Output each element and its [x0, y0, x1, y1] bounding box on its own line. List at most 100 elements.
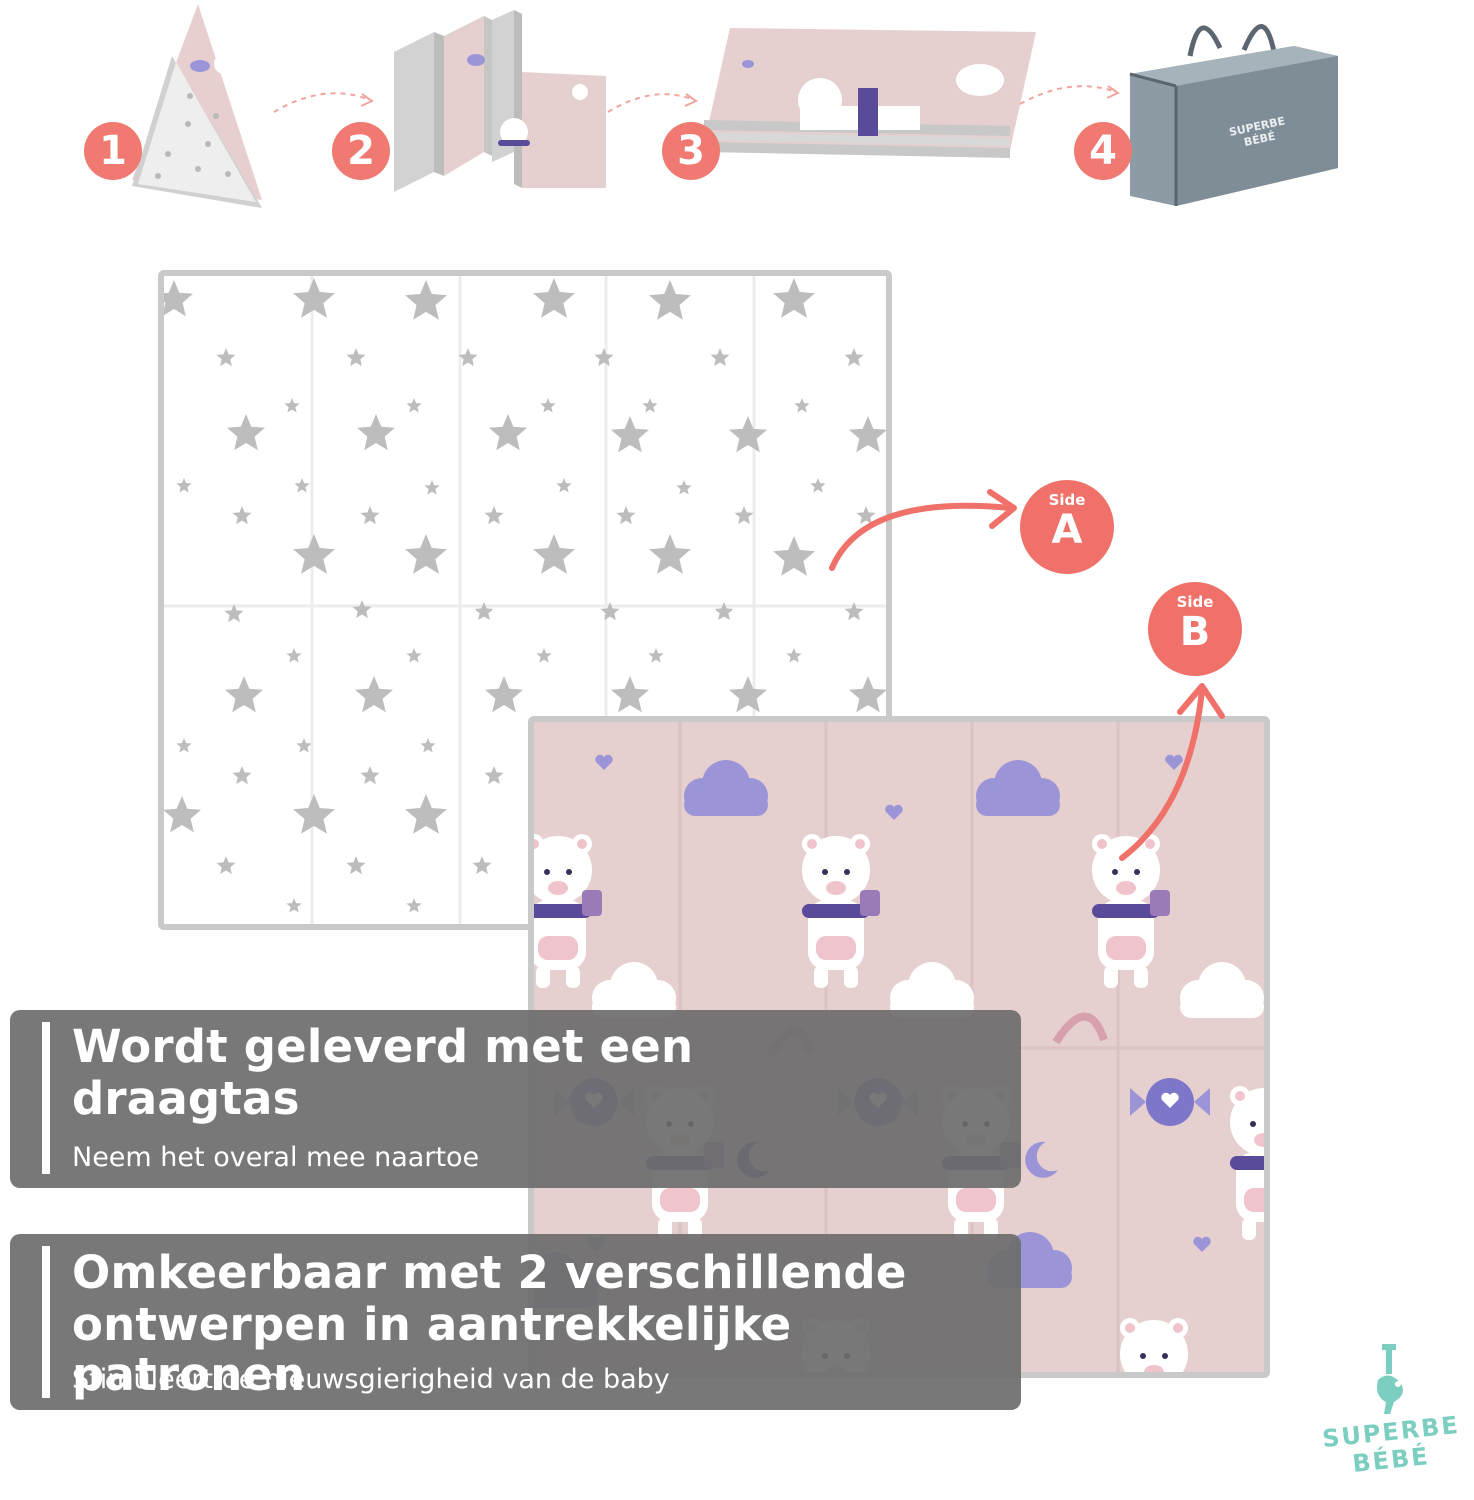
star-shape [232, 506, 252, 525]
star-shape [225, 676, 263, 713]
star-shape [472, 856, 492, 875]
bear-head [1092, 836, 1160, 904]
bear-ear-inner [1173, 1323, 1183, 1333]
star-shape [810, 478, 826, 493]
star-shape [352, 600, 372, 619]
bear-ear-inner [1125, 1323, 1135, 1333]
star-shape [786, 648, 802, 663]
side-b-letter: B [1179, 609, 1211, 655]
bear-belly [956, 1188, 996, 1212]
star-shape [458, 348, 478, 367]
bear-scarf [802, 904, 870, 918]
star-shape [729, 416, 767, 453]
bear-eye [1162, 1353, 1168, 1359]
star-shape [286, 648, 302, 663]
star-shape [355, 676, 393, 713]
bear-leg [844, 966, 858, 988]
star-shape [533, 534, 575, 574]
side-a-label: Side [1048, 491, 1086, 509]
bear-leg [1242, 1218, 1256, 1240]
bear-eye [1250, 1121, 1256, 1127]
star-shape [794, 398, 810, 413]
star-shape [405, 794, 447, 834]
star-shape [216, 348, 236, 367]
bear-snout [1254, 1133, 1264, 1147]
star-shape [844, 348, 864, 367]
star-shape [611, 416, 649, 453]
star-shape [474, 602, 494, 621]
cloud-base [684, 794, 768, 816]
bear-leg [814, 966, 828, 988]
bear-scarf [1092, 904, 1160, 918]
bear-ear-inner [1145, 839, 1155, 849]
info-box-accent-bar [42, 1022, 50, 1174]
bear-eye [822, 869, 828, 875]
heart-shape [1161, 1092, 1179, 1108]
info-box-reversible: Omkeerbaar met 2 verschillende ontwerpen… [10, 1234, 1021, 1410]
info-title-line1: Wordt geleverd met een [72, 1020, 694, 1073]
bear-belly [660, 1188, 700, 1212]
star-shape [594, 348, 614, 367]
star-shape [485, 676, 523, 713]
bear-ear-inner [807, 839, 817, 849]
star-shape [296, 738, 312, 753]
star-shape [844, 602, 864, 621]
star-shape [293, 278, 335, 318]
bear-leg [1134, 966, 1148, 988]
star-shape [611, 676, 649, 713]
star-shape [294, 478, 310, 493]
bear-leg [566, 966, 580, 988]
bear-eye [544, 869, 550, 875]
info-title-line1: Omkeerbaar met 2 verschillende [72, 1246, 907, 1299]
heart-shape [1193, 1236, 1211, 1252]
star-shape [406, 398, 422, 413]
bear-belly [538, 936, 578, 960]
star-shape [405, 534, 447, 574]
star-shape [642, 398, 658, 413]
side-a-badge: Side A [1020, 480, 1114, 574]
side-b-label: Side [1176, 593, 1214, 611]
bear-snout [1116, 881, 1136, 895]
star-shape [176, 478, 192, 493]
info-title-line2: ontwerpen in aantrekkelijke patronen [72, 1298, 792, 1401]
superbe-bebe-logo-mark [1377, 1344, 1403, 1414]
star-shape [405, 280, 447, 320]
star-shape [676, 480, 692, 495]
star-shape [176, 738, 192, 753]
info-title-line2: draagtas [72, 1072, 300, 1125]
bear-leg [1104, 966, 1118, 988]
bear-eye [1134, 869, 1140, 875]
star-shape [648, 648, 664, 663]
side-a-letter: A [1051, 507, 1083, 553]
step-2-illustration [394, 10, 606, 192]
star-shape [856, 506, 876, 525]
side-b-badge: Side B [1148, 582, 1242, 676]
bear-ear-inner [855, 839, 865, 849]
heart-shape [1165, 754, 1183, 770]
info-subtitle: Neem het overal mee naartoe [72, 1142, 480, 1173]
star-shape [600, 602, 620, 621]
candy-wrap [1130, 1088, 1146, 1116]
step-1-illustration [132, 4, 262, 208]
info-box-accent-bar [42, 1246, 50, 1398]
bear-snout [548, 881, 568, 895]
step-3-illustration [704, 28, 1036, 158]
bear-belly [1106, 936, 1146, 960]
bear-snout [1144, 1365, 1164, 1372]
star-shape [540, 398, 556, 413]
bear-scarf [534, 904, 592, 918]
moon-shape [1025, 1141, 1058, 1178]
star-shape [556, 478, 572, 493]
star-shape [484, 506, 504, 525]
star-shape [360, 766, 380, 785]
star-shape [164, 796, 201, 833]
star-shape [734, 506, 754, 525]
side-a-arrow [829, 489, 1017, 571]
bear-ear-inner [1235, 1091, 1245, 1101]
rainbow [1052, 1012, 1108, 1045]
star-shape [649, 280, 691, 320]
bear-belly [816, 936, 856, 960]
star-shape [224, 604, 244, 623]
bear-scarf-tail [582, 890, 602, 916]
star-shape [714, 602, 734, 621]
